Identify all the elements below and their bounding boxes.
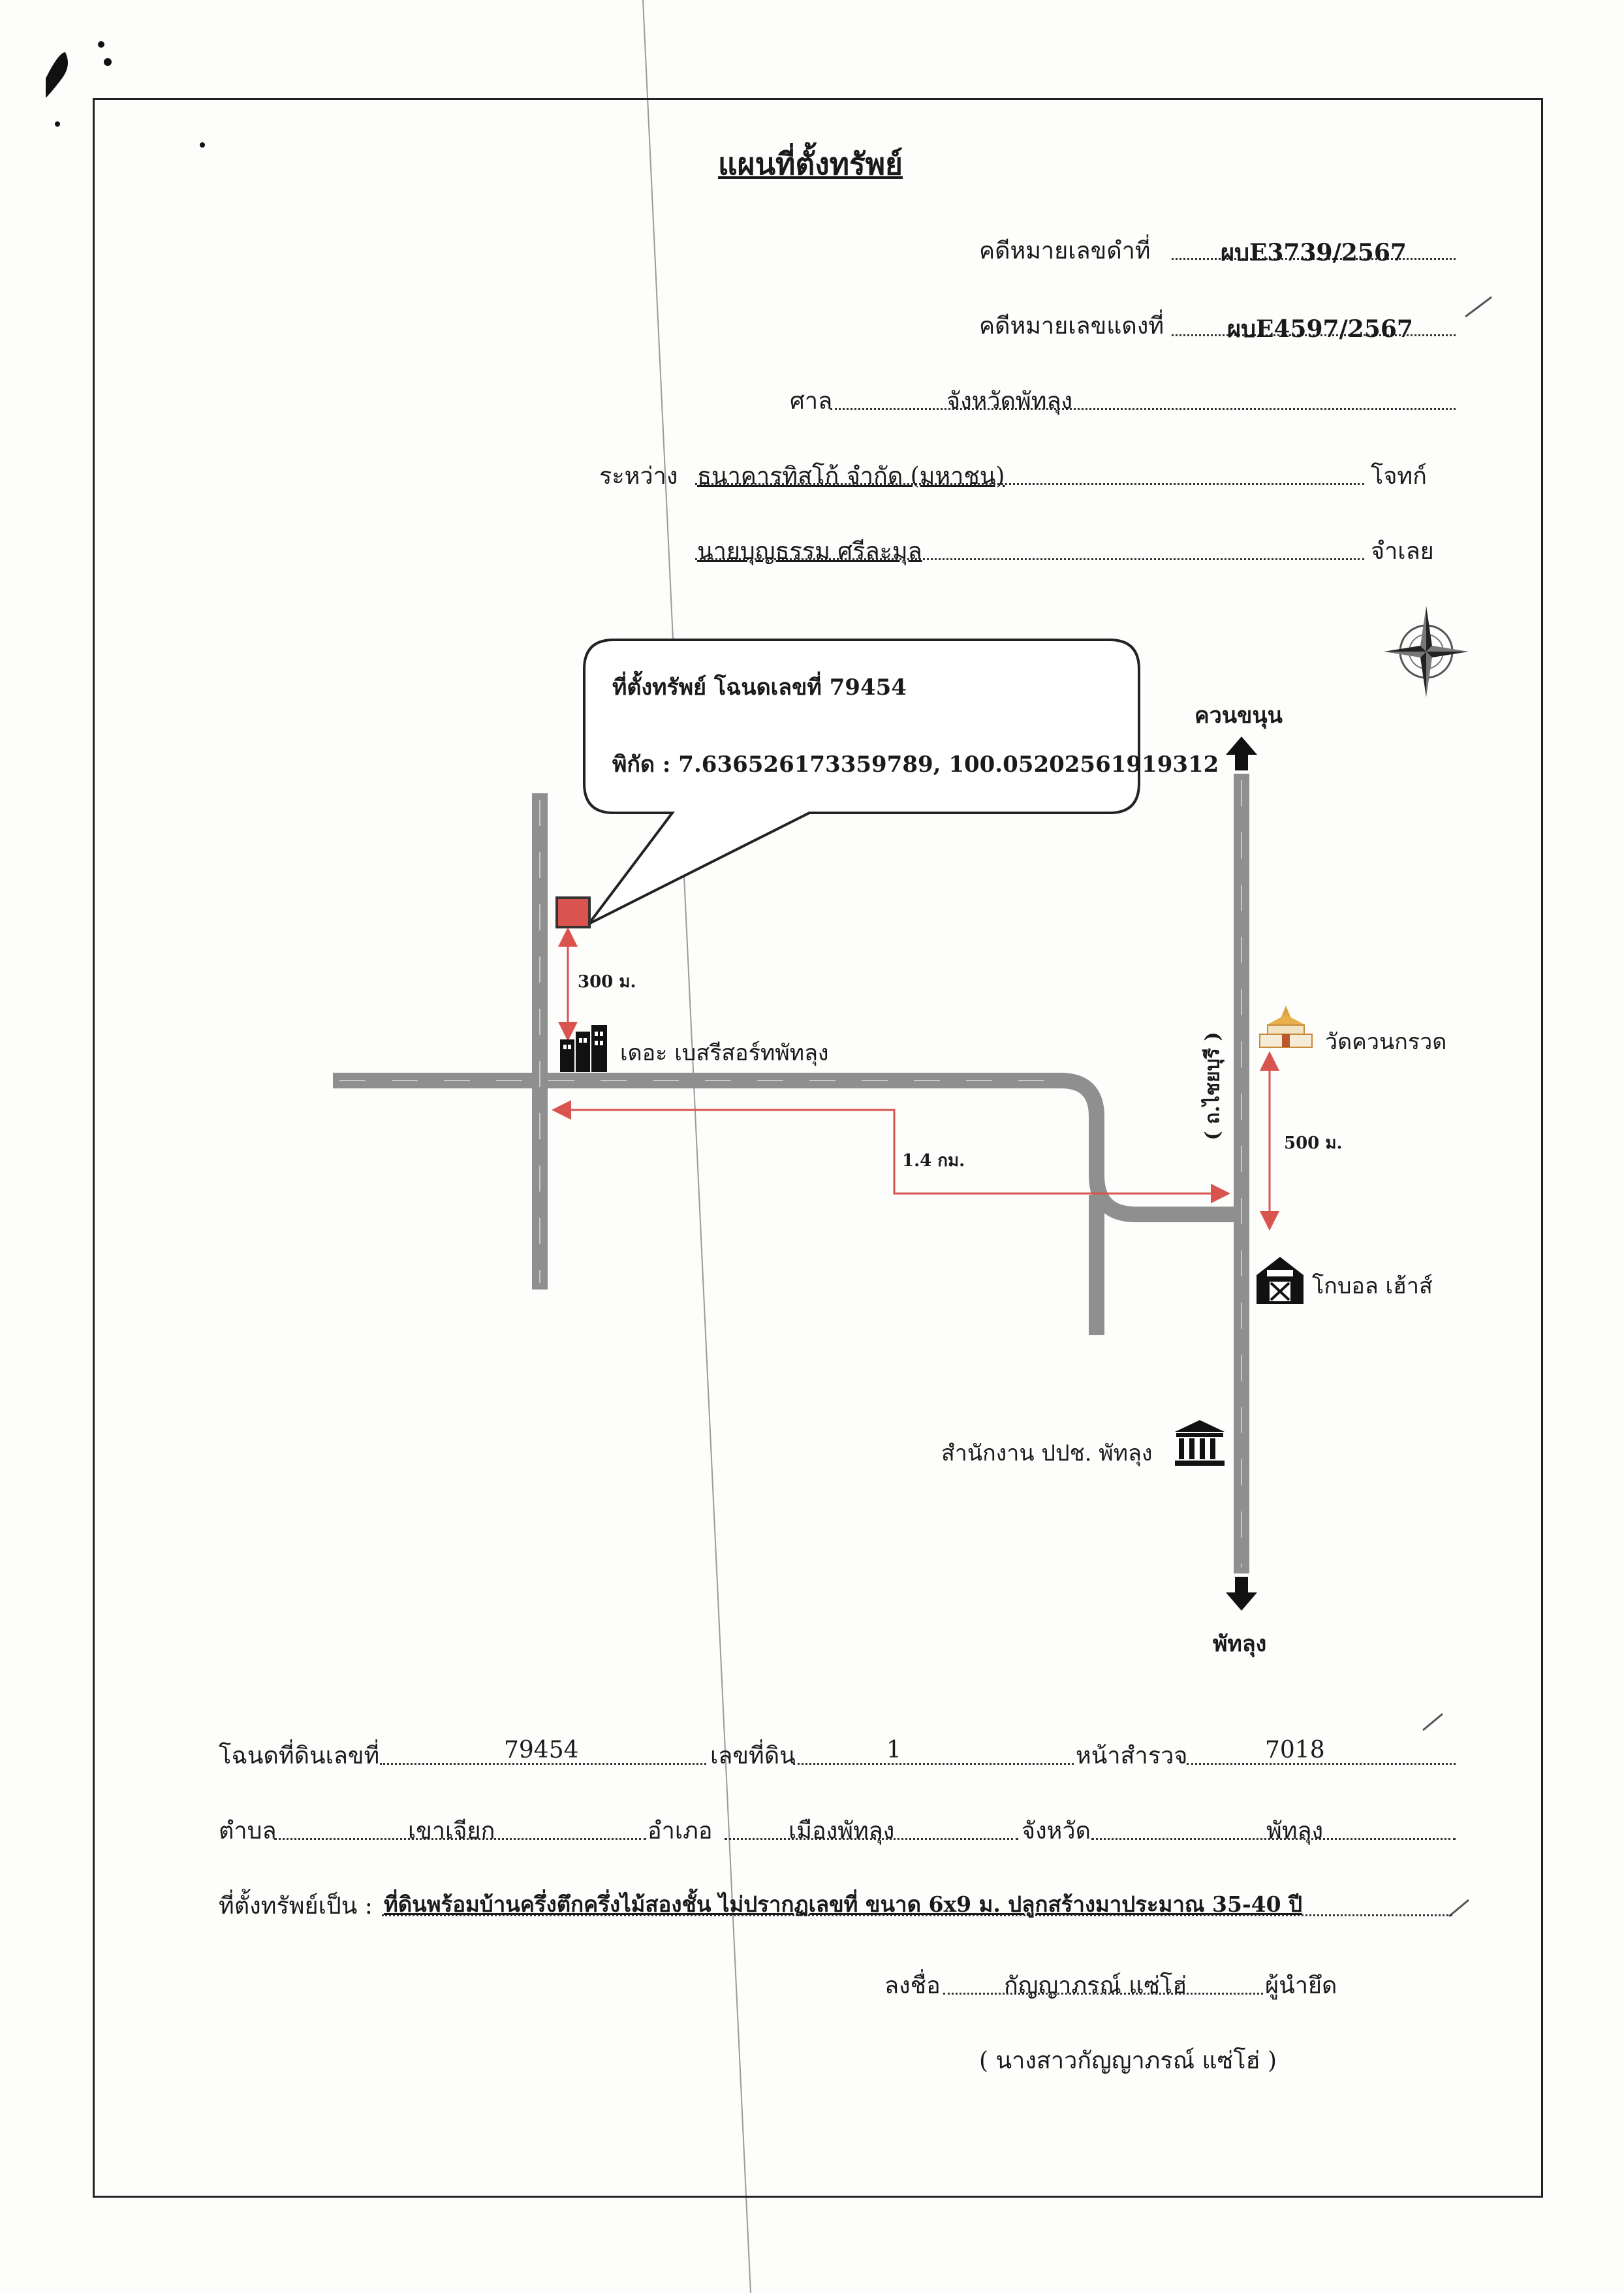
tambon-line: [274, 1838, 646, 1840]
property-marker: [555, 896, 591, 928]
side-road: [1089, 1195, 1104, 1335]
ink-dot: [98, 41, 104, 48]
road-name-label: ( ถ.ไชยบุรี ): [1201, 1032, 1225, 1141]
temple-label: วัดควนกรวด: [1325, 1029, 1447, 1055]
deed-number: 79454: [504, 1737, 579, 1763]
plaintiff-label: โจทก์: [1371, 463, 1427, 490]
amphoe-value: เมืองพัทลุง: [789, 1818, 895, 1844]
north-destination-label: ควนขนุน: [1195, 703, 1283, 729]
deed-label: โฉนดที่ดินเลขที่: [219, 1743, 380, 1769]
page-border: [93, 98, 1543, 2198]
distance-500-label: 500 ม.: [1284, 1133, 1343, 1153]
north-arrow-icon: [1226, 736, 1257, 770]
callout-coordinates: พิกัด : 7.636526173359789, 100.052025619…: [612, 751, 1219, 778]
province-line: [1091, 1838, 1456, 1840]
sign-line: [943, 1993, 1263, 1995]
government-building-icon: [1175, 1420, 1225, 1466]
land-no-line: [793, 1763, 1074, 1765]
defendant-name: นายบุญธรรม ศรีละมุล: [697, 538, 922, 565]
defendant-line: [695, 558, 1364, 560]
plaintiff-line: [695, 483, 1364, 485]
court-name: จังหวัดพัทลุง: [946, 388, 1073, 415]
survey-number: 7018: [1265, 1737, 1325, 1763]
south-arrow-icon: [1226, 1577, 1257, 1611]
red-case-line: [1172, 334, 1456, 336]
ink-dot: [55, 121, 60, 127]
house-label: โกบอล เฮ้าส์: [1312, 1273, 1433, 1299]
ink-dot: [104, 58, 112, 66]
land-no-value: 1: [886, 1737, 901, 1763]
callout-deed-text: ที่ตั้งทรัพย์ โฉนดเลขที่ 79454: [612, 674, 907, 701]
buildings-icon: [560, 1025, 607, 1072]
province-label: จังหวัด: [1022, 1818, 1091, 1844]
sign-label: ลงชื่อ: [884, 1972, 941, 1999]
survey-line: [1187, 1763, 1456, 1765]
ink-smudge: [46, 52, 68, 98]
red-case-number: ผบE4597/2567: [1227, 315, 1413, 343]
office-label: สำนักงาน ปปช. พัทลุง: [941, 1440, 1153, 1466]
resort-label: เดอะ เบสรีสอร์ทพัทลุง: [620, 1040, 829, 1066]
deed-line: [380, 1763, 706, 1765]
land-no-label: เลขที่ดิน: [710, 1743, 796, 1769]
red-case-label: คดีหมายเลขแดงที่: [979, 313, 1164, 340]
signer-role: ผู้นำยึด: [1265, 1972, 1337, 1999]
plaintiff-name: ธนาคารทิสโก้ จำกัด (มหาชน): [697, 463, 1005, 490]
survey-label: หน้าสำรวจ: [1076, 1743, 1188, 1769]
between-label: ระหว่าง: [599, 463, 678, 490]
court-line: [830, 408, 1456, 410]
signer-name: กัญญาภรณ์ แซ่โฮ่: [1004, 1972, 1187, 1999]
black-case-line: [1172, 258, 1456, 260]
distance-300-label: 300 ม.: [578, 972, 636, 992]
compass-icon: [1384, 606, 1469, 697]
road-markings: [339, 780, 1242, 1567]
province-value: พัทลุง: [1266, 1818, 1324, 1844]
page-title: แผนที่ตั้งทรัพย์: [718, 146, 903, 182]
tambon-label: ตำบล: [219, 1818, 277, 1844]
property-line: [382, 1914, 1452, 1916]
south-destination-label: พัทลุง: [1213, 1631, 1267, 1657]
property-description: ที่ดินพร้อมบ้านครึ่งตึกครึ่งไม้สองชั้น ไ…: [384, 1891, 1303, 1917]
black-case-label: คดีหมายเลขดำที่: [979, 238, 1151, 264]
signer-printed-name: ( นางสาวกัญญาภรณ์ แซ่โฮ่ ): [979, 2048, 1277, 2074]
defendant-label: จำเลย: [1371, 538, 1434, 565]
amphoe-line: [725, 1838, 1018, 1840]
tambon-value: เขาเจียก: [408, 1818, 495, 1844]
distance-1400-label: 1.4 กม.: [902, 1151, 965, 1171]
court-label: ศาล: [790, 388, 833, 415]
black-case-number: ผบE3739/2567: [1221, 239, 1407, 266]
distance-1400-arrow: [552, 1100, 1230, 1203]
property-label: ที่ตั้งทรัพย์เป็น :: [219, 1893, 373, 1920]
ink-dot: [200, 142, 205, 148]
barn-icon: [1257, 1257, 1304, 1304]
amphoe-label: อำเภอ: [648, 1818, 713, 1844]
temple-icon: [1259, 1005, 1313, 1048]
